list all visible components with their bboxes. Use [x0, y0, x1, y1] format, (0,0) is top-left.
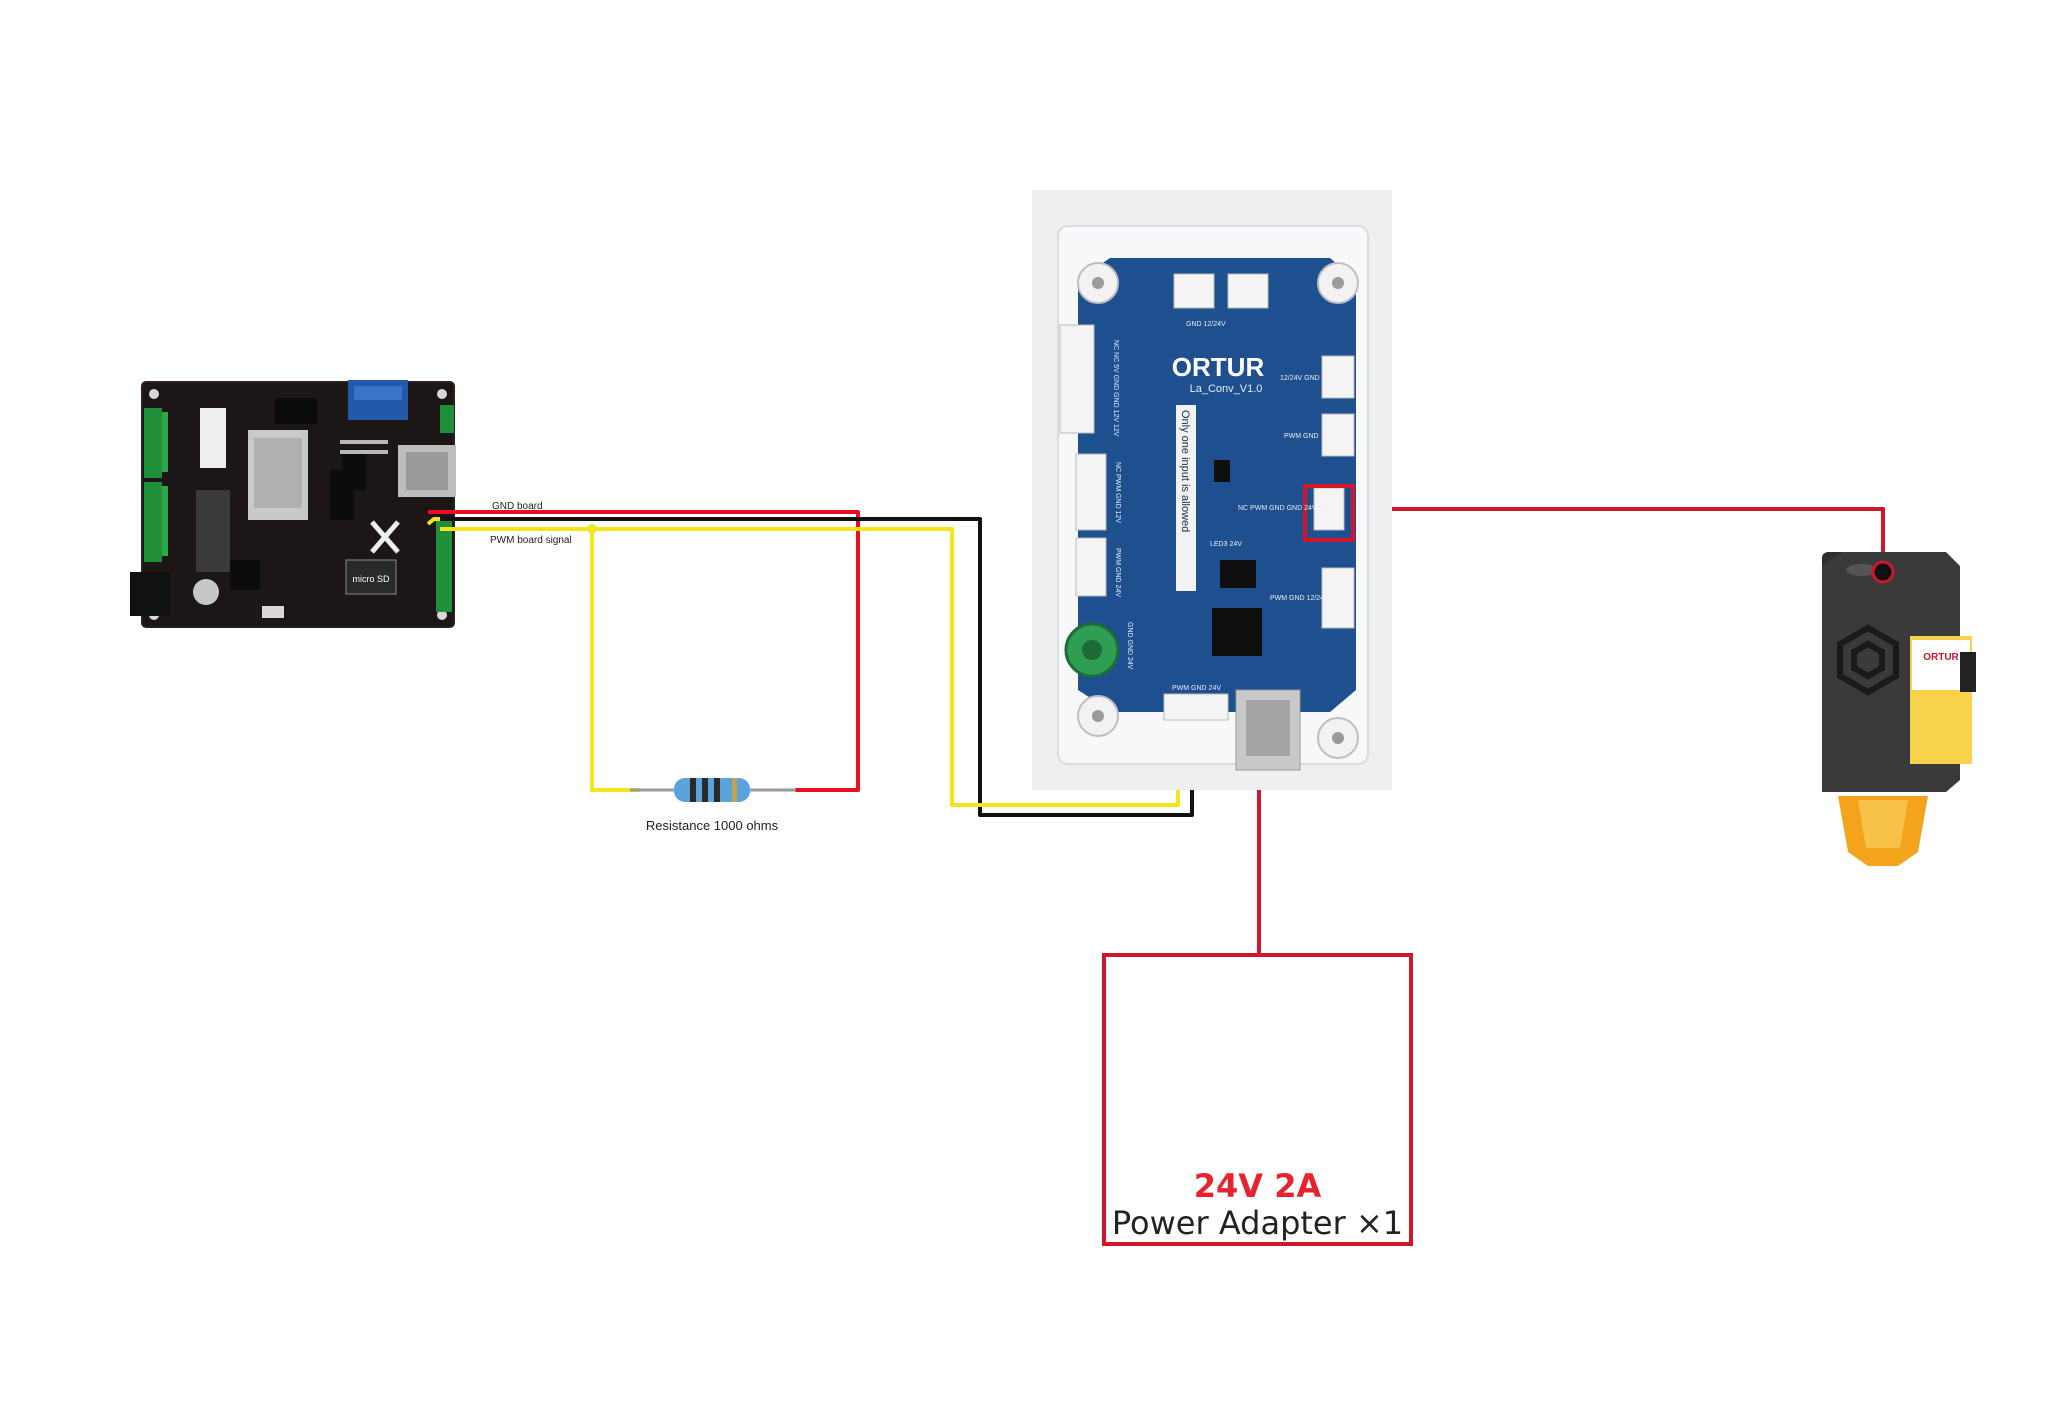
pins-ribbon: NC NC 5V GND GND 12V 12V — [1112, 340, 1119, 437]
pins-input-1: NC PWM GND 12V — [1114, 462, 1121, 523]
micro-sd-label: micro SD — [352, 574, 390, 584]
driver-notice: Only one input is allowed — [1179, 410, 1191, 532]
connector-input-1 — [1075, 453, 1107, 531]
ortur-driver-board: GND 12/24V NC NC 5V GND GND 12V 12V NC P… — [1032, 190, 1392, 790]
pins-laser-port: NC PWM GND GND 24V 24V — [1238, 505, 1331, 512]
wire-junction — [587, 524, 597, 534]
controller-board: micro SD — [130, 380, 456, 628]
driver-brand: ORTUR — [1172, 352, 1265, 382]
pins-right-mid: PWM GND — [1284, 433, 1319, 440]
laser-module: ORTUR — [1822, 552, 1976, 866]
connector-bottom — [1163, 693, 1229, 721]
wire-red-gnd — [440, 510, 860, 792]
connector-top-1 — [1173, 273, 1215, 309]
pins-bottom: PWM GND 24V — [1172, 685, 1221, 692]
wire-red-laser — [1345, 507, 1885, 558]
pins-right-bottom: PWM GND 12/24V — [1270, 595, 1329, 602]
adapter-name: Power Adapter ×1 — [1111, 1204, 1404, 1242]
connector-ribbon — [1059, 324, 1095, 434]
pwm-board-signal-label: PWM board signal — [490, 535, 572, 546]
laser-connector — [1871, 560, 1895, 584]
power-adapter-box: 24V 2A Power Adapter ×1 — [1102, 953, 1413, 1246]
wire-yellow-resistor — [590, 529, 640, 792]
terminal-block-left — [144, 408, 168, 562]
pins-right-top: 12/24V GND — [1280, 375, 1320, 382]
dc-jack — [130, 572, 170, 616]
laser-port-highlight — [1303, 484, 1355, 542]
terminal-block-right — [436, 520, 452, 612]
pins-top-left: GND 12/24V — [1186, 321, 1226, 328]
pins-input-2: PWM GND 24V — [1114, 548, 1121, 597]
resistor — [630, 778, 796, 802]
connector-top-2 — [1227, 273, 1269, 309]
resistor-label: Resistance 1000 ohms — [646, 818, 779, 833]
laser-logo-icon — [1837, 624, 1899, 696]
connector-input-2 — [1075, 537, 1107, 597]
connector-right-3 — [1321, 567, 1355, 629]
connector-right-2 — [1321, 413, 1355, 457]
gnd-board-label: GND board — [492, 501, 543, 512]
connector-laser-output — [1313, 487, 1345, 531]
driver-model: La_Conv_V1.0 — [1190, 383, 1263, 395]
laser-brand: ORTUR — [1923, 652, 1959, 663]
adapter-voltage: 24V 2A — [1193, 1167, 1322, 1205]
micro-sd-slot — [345, 559, 397, 595]
pin-labels-small: GND GND 24V — [1126, 622, 1133, 670]
tools-icon — [370, 520, 400, 554]
connector-right-1 — [1321, 355, 1355, 399]
led-labels: LED3 24V — [1210, 541, 1242, 548]
